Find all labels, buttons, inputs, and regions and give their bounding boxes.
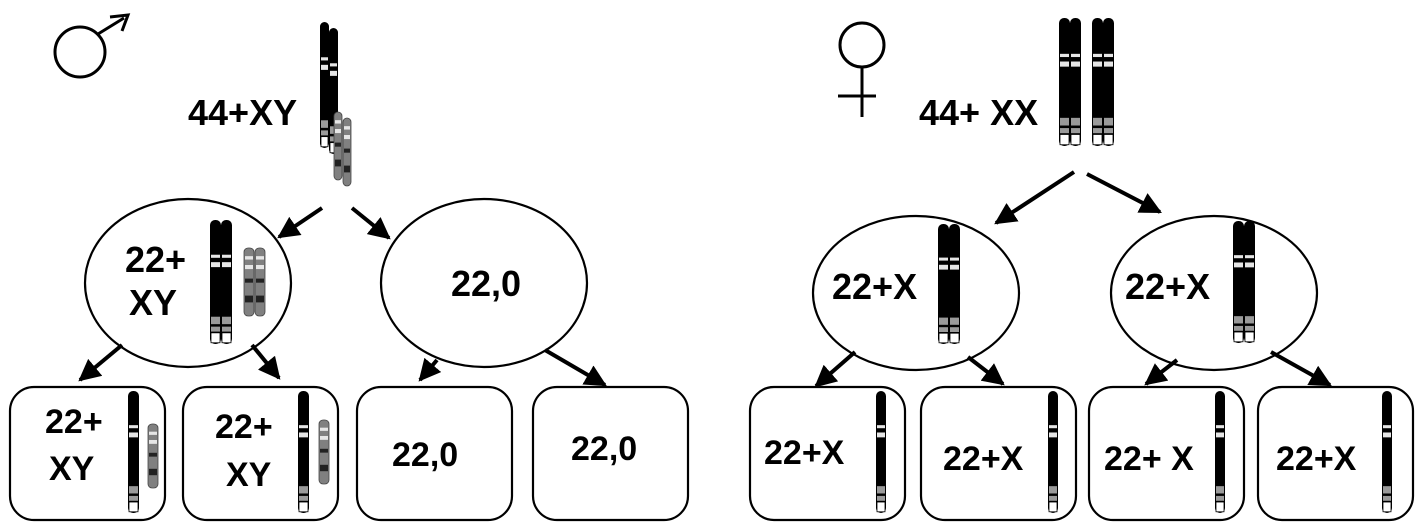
male-cell-1-label-line-1: 22+ (125, 239, 187, 280)
female-gamete-4-label: 22+X (1276, 440, 1357, 478)
female-gamete-2-label: 22+X (943, 440, 1024, 478)
female-parent-label: 44+ XX (919, 92, 1039, 133)
male-gamete-4-label: 22,0 (571, 430, 638, 468)
male-symbol-icon (53, 13, 131, 79)
male-cell-y-chromosome-1 (243, 247, 255, 317)
female-cell-1-label: 22+X (832, 266, 918, 307)
female-gamete-3-label: 22+ X (1104, 440, 1194, 478)
male-gamete-box-3 (355, 385, 514, 522)
arrow-female-cell-2-to-gamete-4 (1270, 350, 1332, 387)
arrow-female-cell-2-to-gamete-3 (1144, 358, 1179, 386)
male-parent-label: 44+XY (188, 92, 298, 133)
female-gamete-box-2 (919, 385, 1078, 522)
female-parent-x-chromosome-2 (1070, 18, 1081, 146)
arrow-parent-to-female-cell-2 (1086, 172, 1162, 214)
male-gamete-2-label-line-1: 22+ (215, 408, 273, 446)
arrow-parent-to-male-cell-1 (277, 206, 324, 239)
male-gamete-box-2 (181, 385, 340, 522)
male-gamete-1-y-chromosome (147, 423, 159, 489)
male-parent-y-chromosome (333, 111, 343, 181)
female-cell-1 (811, 214, 1021, 372)
male-cell-x-chromosome-1 (210, 220, 221, 344)
male-gamete-2-x-chromosome (298, 391, 309, 513)
female-cell-2-x-chromosome-1 (1233, 221, 1244, 343)
female-parent-x-chromosome-4 (1103, 18, 1114, 146)
female-gamete-2-x-chromosome (1048, 391, 1058, 513)
male-parent-y-chromosome-2 (342, 117, 352, 187)
male-cell-2-label: 22,0 (451, 263, 522, 304)
arrow-parent-to-female-cell-1 (994, 170, 1076, 225)
female-cell-2-x-chromosome-2 (1244, 221, 1255, 343)
female-gamete-box-3 (1087, 385, 1246, 522)
arrow-parent-to-male-cell-2 (350, 206, 391, 240)
female-cell-2-label: 22+X (1125, 266, 1211, 307)
female-cell-2 (1109, 214, 1319, 372)
arrow-male-cell-1-to-gamete-2 (250, 343, 281, 380)
female-cell-1-x-chromosome-2 (949, 224, 960, 344)
male-parent-x-chromosome (320, 22, 329, 148)
arrow-male-cell-1-to-gamete-1 (78, 343, 124, 382)
male-gamete-box-1 (8, 385, 167, 522)
male-cell-1 (83, 197, 293, 369)
arrow-female-cell-1-to-gamete-1 (814, 350, 857, 388)
female-gamete-1-label: 22+X (764, 434, 845, 472)
female-cell-1-x-chromosome-1 (938, 224, 949, 344)
male-gamete-3-label: 22,0 (392, 436, 459, 474)
male-cell-2 (379, 197, 589, 369)
arrow-male-cell-2-to-gamete-4 (543, 348, 607, 387)
male-gamete-1-x-chromosome (128, 391, 139, 513)
male-cell-x-chromosome-2 (221, 220, 232, 344)
female-symbol-icon (838, 21, 886, 117)
arrow-female-cell-1-to-gamete-2 (966, 355, 1005, 386)
chromosome-layer (128, 18, 1392, 513)
male-gamete-1-label-line-1: 22+ (45, 403, 103, 441)
male-gamete-2-label-line-2: XY (226, 456, 272, 494)
arrow-male-cell-2-to-gamete-3 (418, 357, 442, 382)
male-cell-1-label-line-2: XY (129, 282, 178, 323)
male-gamete-1-label-line-2: XY (49, 450, 95, 488)
female-gamete-4-x-chromosome (1382, 391, 1392, 513)
female-gamete-3-x-chromosome (1215, 391, 1225, 513)
female-gamete-box-4 (1256, 385, 1415, 522)
male-cell-y-chromosome-2 (254, 247, 266, 317)
female-gamete-1-x-chromosome (876, 391, 886, 513)
male-gamete-box-4 (531, 385, 690, 522)
female-parent-x-chromosome-1 (1059, 18, 1070, 146)
male-gamete-2-y-chromosome (318, 419, 330, 485)
female-parent-x-chromosome-3 (1092, 18, 1103, 146)
